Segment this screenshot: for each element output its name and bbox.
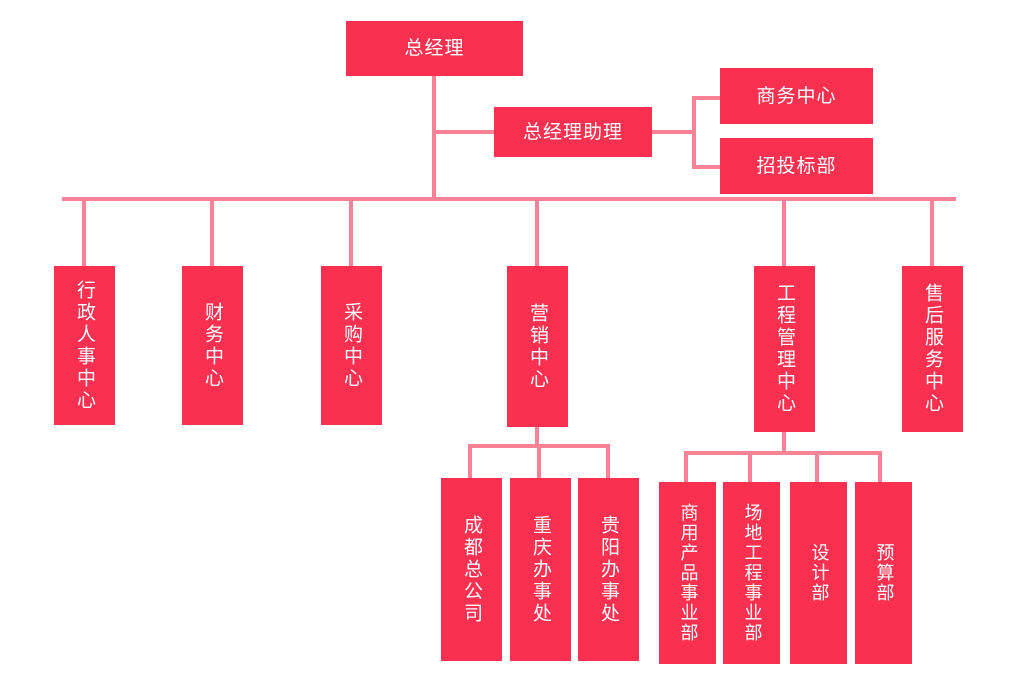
node-engineering-mgmt-center-label: 工程管理中心	[774, 283, 796, 415]
node-business-center-label: 商务中心	[756, 84, 837, 107]
connector-drop-budget-dept	[878, 451, 882, 482]
node-aftersales-center-label: 售后服务中心	[922, 283, 944, 415]
node-site-engineering-div[interactable]: 场地工程事业部	[723, 482, 780, 664]
node-bidding-dept-label: 招投标部	[756, 154, 837, 177]
connector-assistant-stem	[652, 130, 694, 134]
connector-assistant-bus	[692, 96, 696, 169]
node-site-engineering-div-label: 场地工程事业部	[741, 503, 763, 643]
connector-drop-chengdu-hq	[468, 444, 472, 478]
node-budget-dept-label: 预算部	[873, 543, 895, 603]
node-bidding-dept[interactable]: 招投标部	[720, 138, 873, 194]
connector-drop-admin-hr-center	[82, 197, 86, 266]
node-design-dept[interactable]: 设计部	[790, 482, 847, 664]
node-chengdu-hq-label: 成都总公司	[461, 514, 483, 625]
connector-drop-commercial-product-div	[684, 451, 688, 482]
connector-engineering-stem	[782, 432, 786, 455]
node-marketing-center-label: 营销中心	[527, 302, 549, 391]
node-business-center[interactable]: 商务中心	[720, 68, 873, 124]
node-marketing-center[interactable]: 营销中心	[507, 266, 568, 427]
connector-gm-to-assistant	[432, 130, 494, 134]
connector-marketing-stem	[535, 427, 539, 448]
connector-drop-marketing-center	[535, 197, 539, 266]
node-purchasing-center-label: 采购中心	[341, 301, 363, 390]
node-finance-center-label: 财务中心	[202, 301, 224, 390]
node-commercial-product-div[interactable]: 商用产品事业部	[659, 482, 716, 664]
node-admin-hr-center-label: 行政人事中心	[74, 279, 96, 412]
connector-assistant-to-business-center	[692, 96, 721, 100]
connector-drop-purchasing-center	[349, 197, 353, 266]
node-chongqing-office-label: 重庆办事处	[530, 514, 552, 625]
connector-drop-site-engineering-div	[748, 451, 752, 482]
connector-gm-stem	[432, 76, 436, 197]
node-gm-assistant-label: 总经理助理	[522, 120, 623, 143]
node-chengdu-hq[interactable]: 成都总公司	[441, 478, 502, 661]
node-commercial-product-div-label: 商用产品事业部	[677, 503, 699, 643]
connector-drop-chongqing-office	[537, 444, 541, 478]
connector-drop-aftersales-center	[930, 197, 934, 266]
connector-main-bus	[62, 197, 956, 201]
connector-drop-finance-center	[210, 197, 214, 266]
node-chongqing-office[interactable]: 重庆办事处	[510, 478, 571, 661]
node-purchasing-center[interactable]: 采购中心	[321, 266, 382, 425]
connector-drop-design-dept	[815, 451, 819, 482]
node-guiyang-office-label: 贵阳办事处	[598, 514, 620, 625]
connector-assistant-to-bidding-dept	[692, 165, 721, 169]
node-design-dept-label: 设计部	[808, 543, 830, 603]
connector-drop-guiyang-office	[606, 444, 610, 478]
node-gm-assistant[interactable]: 总经理助理	[494, 107, 652, 157]
connector-engineering-bus	[684, 451, 882, 455]
node-finance-center[interactable]: 财务中心	[182, 266, 243, 425]
node-engineering-mgmt-center[interactable]: 工程管理中心	[754, 266, 815, 432]
connector-drop-engineering-mgmt-center	[782, 197, 786, 266]
node-aftersales-center[interactable]: 售后服务中心	[902, 266, 963, 432]
node-gm-label: 总经理	[404, 37, 465, 60]
node-admin-hr-center[interactable]: 行政人事中心	[54, 266, 115, 425]
node-budget-dept[interactable]: 预算部	[855, 482, 912, 664]
node-gm[interactable]: 总经理	[346, 21, 523, 76]
node-guiyang-office[interactable]: 贵阳办事处	[578, 478, 639, 661]
